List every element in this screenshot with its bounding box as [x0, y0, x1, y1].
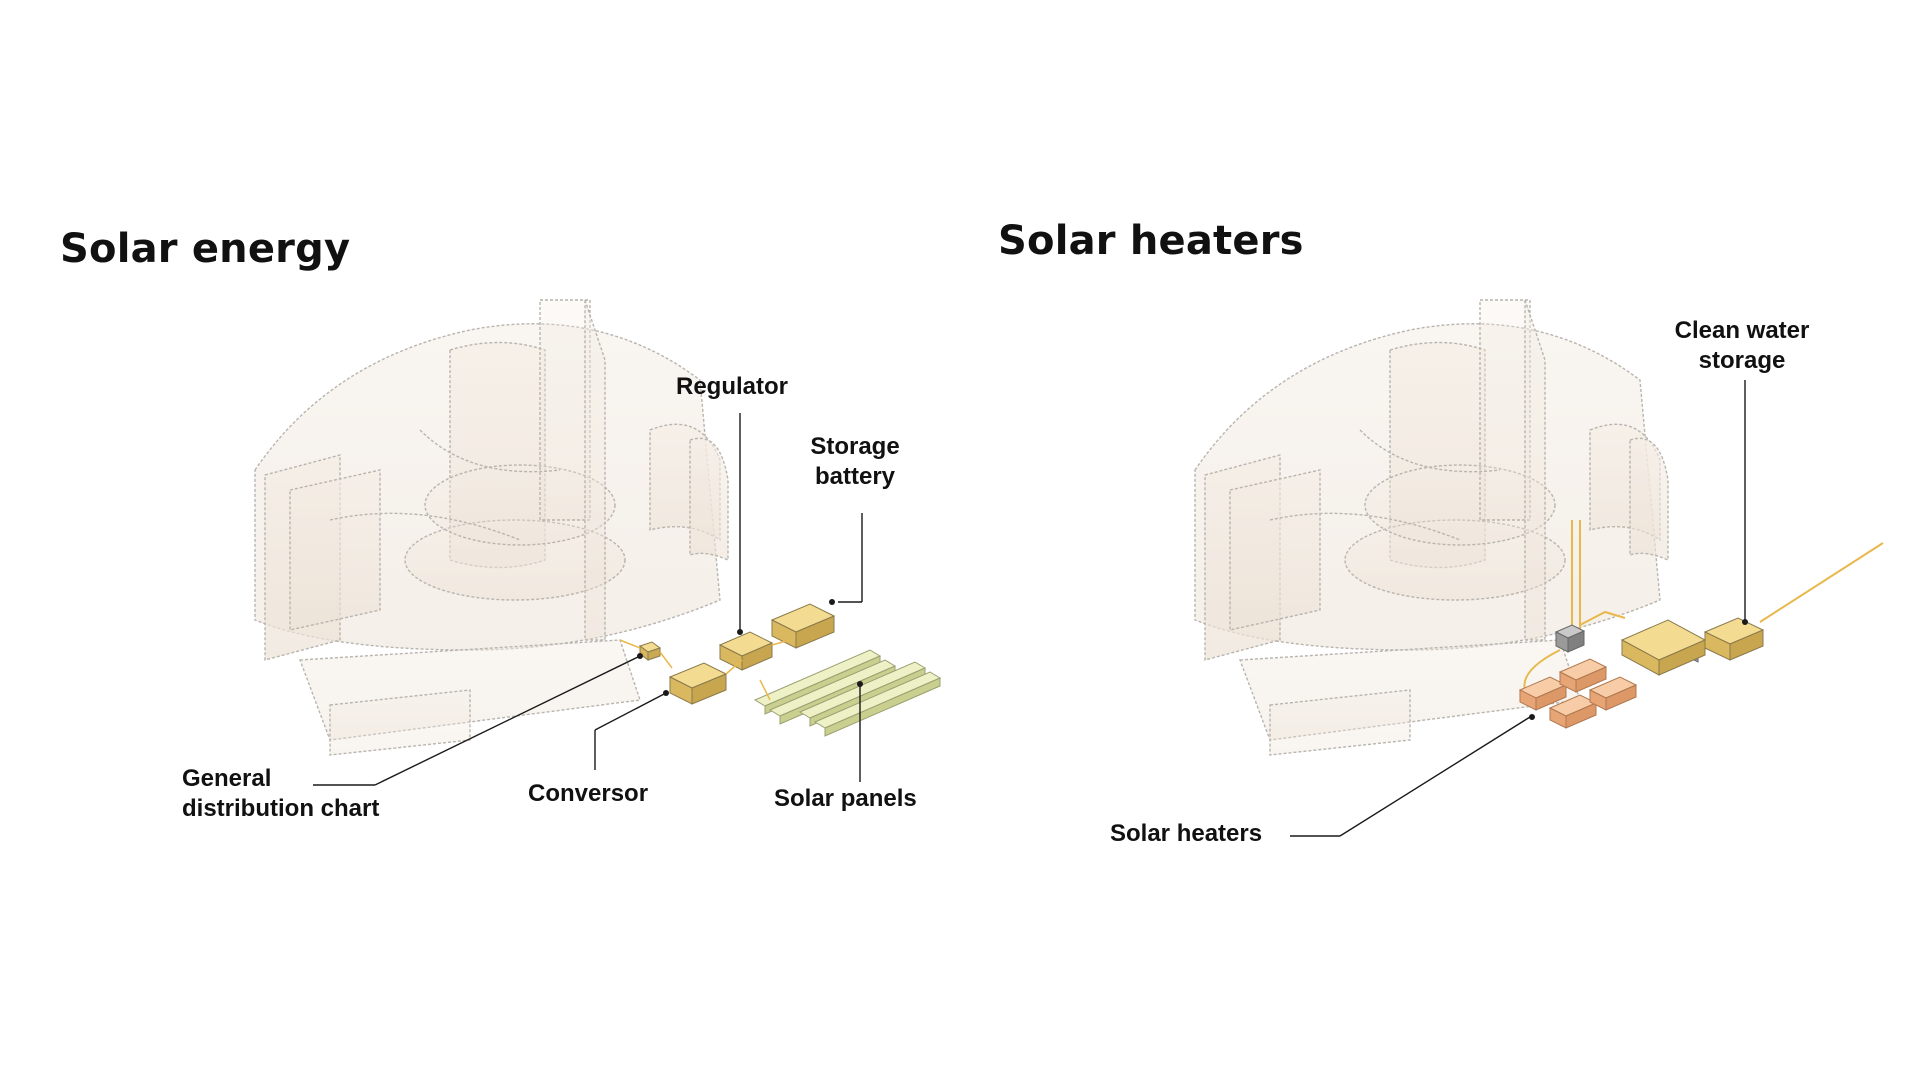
pipes: [1523, 520, 1884, 691]
storage-battery-unit: [770, 603, 836, 649]
solar-heaters-title: Solar heaters: [998, 218, 1304, 264]
leader-lines: [313, 413, 863, 786]
building-axonometric-right: [1194, 299, 1669, 756]
heat-exchanger-unit: [1620, 619, 1707, 676]
leader-lines-right: [1290, 380, 1746, 837]
leader-dots: [637, 599, 863, 696]
cable-connections: [619, 639, 791, 701]
label-solar-heaters: Solar heaters: [1110, 820, 1263, 847]
label-regulator: Regulator: [676, 373, 789, 400]
label-solar-panels: Solar panels: [774, 785, 917, 812]
label-storage-battery: Storage battery: [810, 433, 900, 490]
label-general-distribution-chart: General distribution chart: [182, 765, 380, 822]
clean-water-storage-unit: [1703, 617, 1765, 661]
regulator-unit: [718, 631, 774, 671]
building-axonometric: [254, 299, 729, 756]
solar-heater-panels: [1518, 658, 1638, 729]
conversor-unit: [668, 662, 728, 705]
label-conversor: Conversor: [528, 780, 649, 807]
solar-panel-array: [753, 649, 942, 737]
label-clean-water-storage: Clean water storage: [1674, 317, 1810, 374]
general-distribution-chart-unit: [638, 641, 662, 661]
leader-dots-right: [1529, 619, 1748, 720]
solar-energy-title: Solar energy: [60, 226, 351, 272]
